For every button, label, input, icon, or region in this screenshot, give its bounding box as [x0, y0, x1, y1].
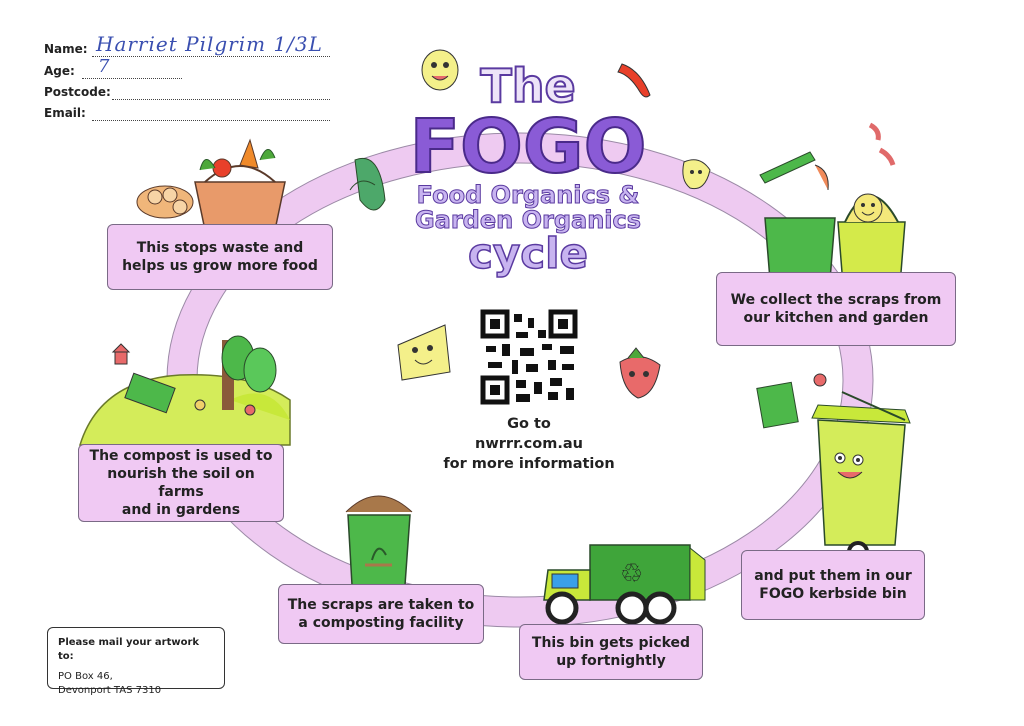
step-bin-line1: and put them in our — [754, 567, 912, 585]
title-line1: Food Organics & — [417, 181, 640, 209]
name-value: Harriet Pilgrim 1/3L — [96, 32, 323, 56]
step-compost-use-line3: and in gardens — [85, 501, 277, 519]
step-compost-use-line1: The compost is used to — [85, 447, 277, 465]
qr-code — [481, 310, 577, 404]
mail-title: Please mail your artwork to: — [58, 636, 214, 664]
mail-line2: Devonport TAS 7310 — [58, 684, 214, 698]
mail-address-box: Please mail your artwork to: PO Box 46, … — [47, 627, 225, 689]
step-bin-box: and put them in our FOGO kerbside bin — [741, 550, 925, 620]
step-pickup-line2: up fortnightly — [532, 652, 690, 670]
step-collect-line2: our kitchen and garden — [731, 309, 942, 327]
step-compost-facility-line2: a composting facility — [288, 614, 475, 632]
postcode-label: Postcode: — [44, 85, 111, 99]
age-value: 7 — [98, 56, 110, 77]
step-compost-facility-box: The scraps are taken to a composting fac… — [278, 584, 484, 644]
grocery-basket-icon — [137, 140, 285, 230]
email-line — [92, 119, 330, 121]
goto-text: Go to — [420, 416, 638, 432]
age-line — [82, 77, 182, 79]
step-pickup-line1: This bin gets picked — [532, 634, 690, 652]
mail-line1: PO Box 46, — [58, 670, 214, 684]
kitchen-caddy-icon — [760, 125, 905, 285]
svg-text:♲: ♲ — [620, 559, 643, 589]
title-fogo: FOGO — [409, 104, 646, 190]
step-compost-facility-line1: The scraps are taken to — [288, 596, 475, 614]
name-label: Name: — [44, 42, 88, 56]
garbage-truck-icon: ♲ — [544, 545, 705, 622]
title-cycle: cycle — [468, 229, 588, 278]
more-info-text: for more information — [420, 456, 638, 472]
step-bin-line2: FOGO kerbside bin — [754, 585, 912, 603]
email-label: Email: — [44, 106, 86, 120]
chilli-icon — [618, 64, 650, 97]
cheese-character-icon — [398, 325, 450, 380]
step-compost-use-box: The compost is used to nourish the soil … — [78, 444, 284, 522]
compost-bag-icon — [346, 496, 412, 585]
postcode-line — [112, 98, 330, 100]
age-label: Age: — [44, 64, 75, 78]
title-group: The FOGO Food Organics & Garden Organics… — [409, 59, 646, 278]
strawberry-character-icon — [620, 348, 660, 398]
website-link[interactable]: nwrrr.com.au — [420, 436, 638, 452]
step-collect-box: We collect the scraps from our kitchen a… — [716, 272, 956, 346]
step-waste-line1: This stops waste and — [122, 239, 318, 257]
step-waste-line2: helps us grow more food — [122, 257, 318, 275]
step-collect-line1: We collect the scraps from — [731, 291, 942, 309]
step-pickup-box: This bin gets picked up fortnightly — [519, 624, 703, 680]
step-waste-box: This stops waste and helps us grow more … — [107, 224, 333, 290]
lemon-character-icon — [422, 50, 458, 90]
step-compost-use-line2: nourish the soil on farms — [85, 465, 277, 501]
